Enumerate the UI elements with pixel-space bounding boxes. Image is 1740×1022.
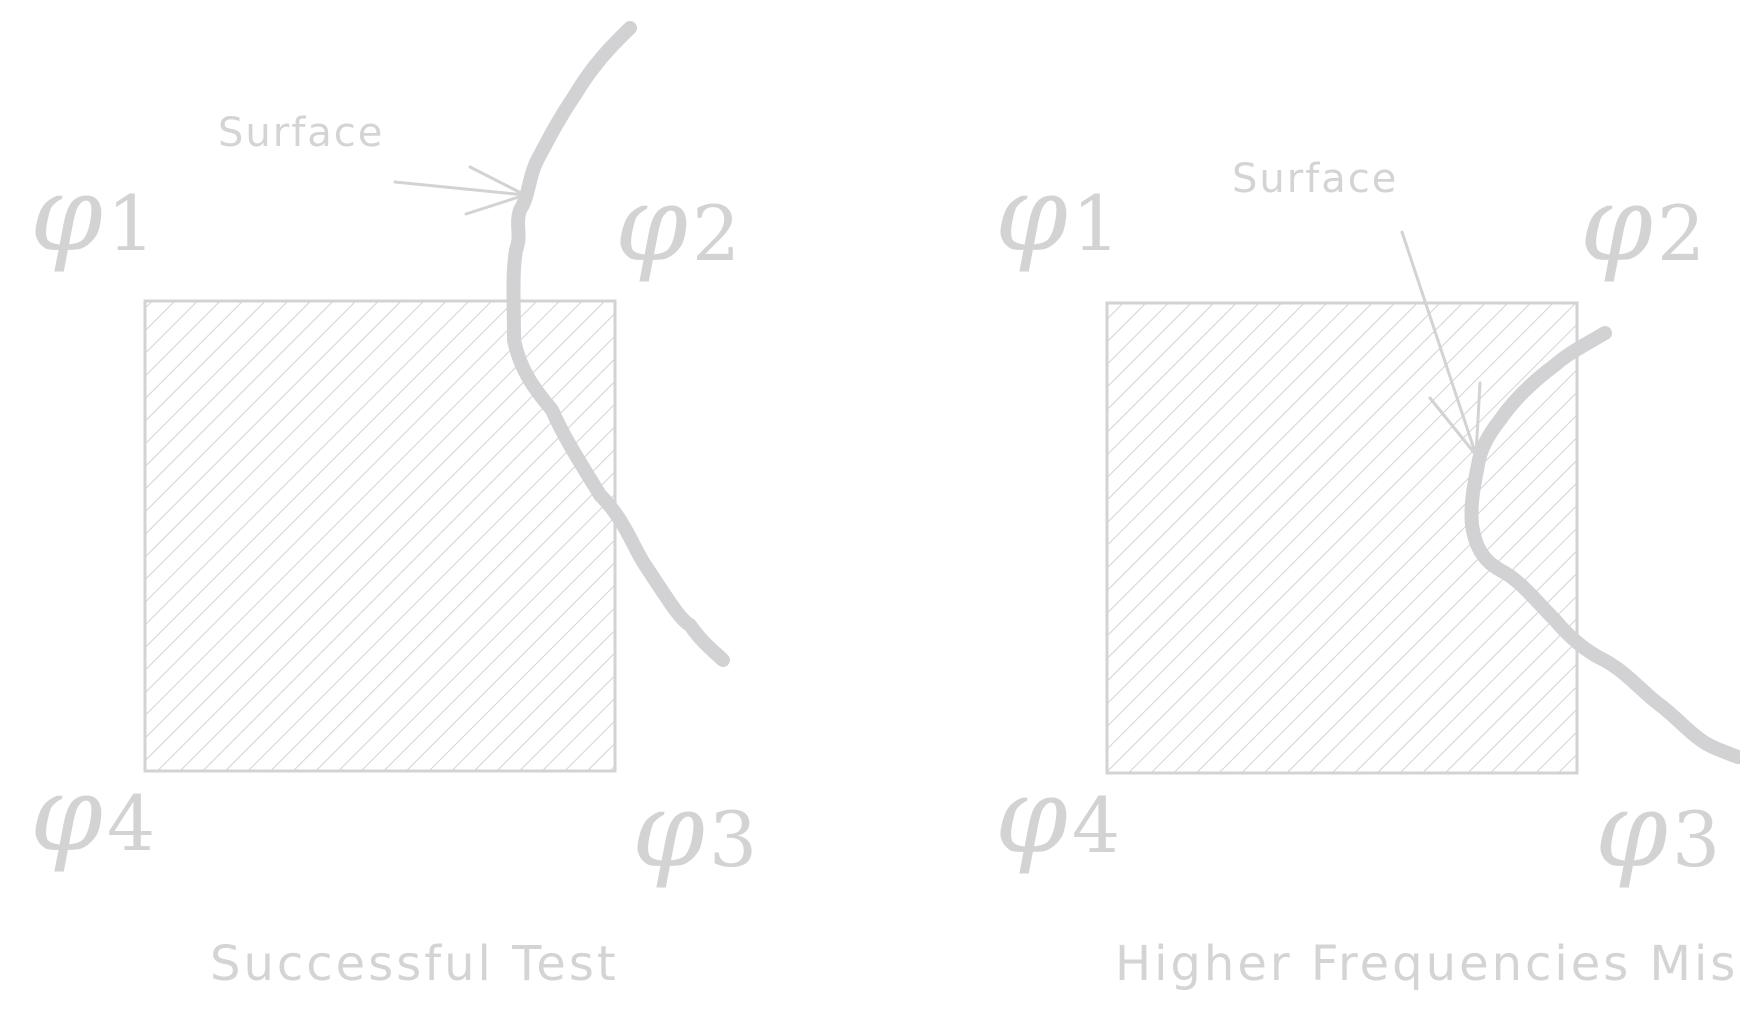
corner-label-phi-3: φ3 xyxy=(1595,769,1720,891)
surface-curve xyxy=(506,21,730,667)
panel-successful-test: φ1 φ2 φ4 φ3 Surface Successful Test xyxy=(30,21,757,992)
hatched-cell-box xyxy=(1105,301,1579,775)
corner-label-phi-4: φ4 xyxy=(30,753,155,875)
panel-caption: Successful Test xyxy=(210,936,619,992)
svg-text:φ2: φ2 xyxy=(1580,163,1705,285)
corner-label-phi-2: φ2 xyxy=(1580,163,1705,285)
corner-label-phi-2: φ2 xyxy=(615,163,740,285)
svg-text:φ1: φ1 xyxy=(995,153,1120,275)
surface-arrow xyxy=(1400,230,1482,457)
svg-text:φ3: φ3 xyxy=(632,769,757,891)
svg-text:φ4: φ4 xyxy=(995,755,1120,877)
surface-label: Surface xyxy=(1232,156,1398,202)
hatched-cell-box xyxy=(143,299,617,773)
panel-caption: Higher Frequencies Missed xyxy=(1115,936,1740,992)
surface-curve xyxy=(1464,326,1740,764)
svg-text:φ3: φ3 xyxy=(1595,769,1720,891)
svg-text:φ2: φ2 xyxy=(615,163,740,285)
surface-arrow xyxy=(393,165,527,216)
corner-label-phi-1: φ1 xyxy=(30,153,155,275)
svg-text:φ1: φ1 xyxy=(30,153,155,275)
corner-label-phi-3: φ3 xyxy=(632,769,757,891)
corner-label-phi-4: φ4 xyxy=(995,755,1120,877)
svg-text:φ4: φ4 xyxy=(30,753,155,875)
surface-label: Surface xyxy=(218,110,384,156)
panel-higher-frequencies-missed: φ1 φ2 φ4 φ3 Surface Higher Frequencies M… xyxy=(995,153,1740,992)
corner-label-phi-1: φ1 xyxy=(995,153,1120,275)
